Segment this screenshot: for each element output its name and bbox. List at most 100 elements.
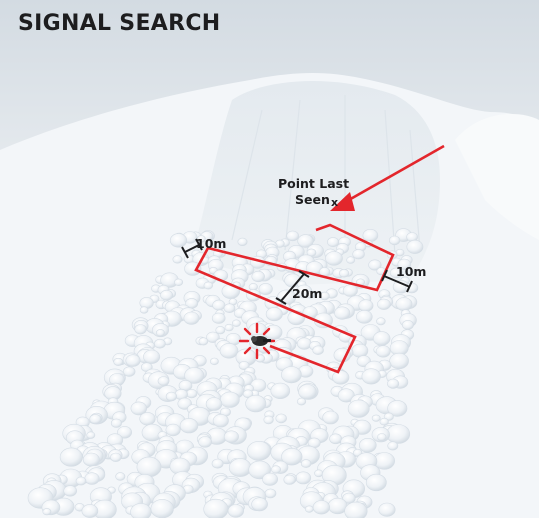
debris-boulder (378, 502, 396, 517)
debris-boulder (377, 298, 391, 310)
debris-boulder (297, 234, 314, 248)
red-arrow (330, 144, 445, 211)
width-right-label: 10m (396, 264, 426, 279)
dimension-width-top (181, 238, 203, 259)
debris-boulder (270, 382, 291, 400)
debris-boulder (184, 261, 202, 276)
debris-boulder (42, 508, 52, 516)
debris-boulder (314, 469, 324, 478)
debris-boulder (196, 235, 206, 243)
debris-boulder (327, 237, 340, 248)
debris-boulder (387, 400, 408, 417)
debris-boulder (165, 423, 181, 437)
debris-boulder (346, 256, 356, 264)
debris-boulder (397, 258, 412, 270)
debris-boulder (342, 492, 356, 504)
debris-boulder (203, 498, 229, 518)
debris-boulder (373, 331, 391, 346)
debris-boulder (401, 319, 414, 330)
debris-boulder (258, 283, 273, 295)
debris-boulder (86, 431, 96, 439)
point-last-seen-marker: x (331, 196, 338, 209)
debris-boulder (157, 376, 170, 386)
debris-boulder (223, 430, 239, 443)
debris-boulder (344, 501, 368, 518)
debris-boulder (174, 278, 184, 286)
debris-boulder (389, 235, 401, 246)
debris-boulder (130, 401, 148, 416)
debris-boulder (211, 458, 224, 469)
slide-streaks (231, 95, 421, 256)
debris-boulder (322, 410, 339, 425)
search-path-line (194, 223, 395, 374)
debris-boulder (389, 267, 403, 279)
debris-boulder (246, 440, 271, 461)
debris-boulder (352, 249, 365, 260)
debris-boulder (169, 233, 188, 248)
debris-boulder (63, 485, 77, 497)
debris-boulder (362, 229, 379, 243)
debris-boulder (115, 472, 126, 481)
debris-boulder (139, 306, 149, 314)
debris-boulder (368, 259, 382, 271)
debris-boulder (125, 354, 141, 367)
debris-boulder (179, 418, 199, 434)
debris-boulder (203, 281, 214, 290)
page-title: SIGNAL SEARCH (18, 11, 221, 36)
debris-boulder (130, 503, 152, 518)
debris-boulder (376, 317, 386, 326)
debris-boulder (209, 357, 219, 366)
debris-boulder (223, 303, 236, 314)
debris-boulder (81, 504, 99, 518)
debris-boulder (386, 424, 411, 444)
debris-boulder (389, 352, 409, 370)
debris-boulder (251, 270, 265, 283)
debris-boulder (183, 311, 200, 325)
debris-boulder (377, 433, 387, 441)
debris-boulder (319, 291, 330, 301)
debris-boulder (265, 307, 283, 322)
debris-boulder (351, 343, 369, 358)
point-last-seen-label-line1: Point Last (278, 176, 349, 191)
debris-boulder (312, 500, 331, 515)
debris-boulder (228, 458, 252, 477)
debris-boulder (395, 297, 413, 311)
debris-boulder (172, 255, 183, 264)
debris-boulder (262, 472, 278, 486)
debris-boulder (295, 471, 312, 485)
debris-boulder (275, 413, 287, 424)
debris-boulder (251, 497, 268, 512)
debris-boulder (296, 337, 312, 350)
debris-boulder (219, 343, 239, 359)
debris-boulder (263, 415, 274, 425)
debris-boulder (332, 370, 350, 385)
debris-boulder (150, 499, 174, 518)
debris-boulder (198, 337, 209, 346)
snow-hump-right (455, 114, 539, 240)
debris-boulder (155, 329, 165, 337)
debris-boulder (296, 397, 307, 406)
debris-boulder (122, 366, 136, 377)
avalanche-debris-field (27, 228, 424, 518)
avalanche-victim-signal-icon (238, 322, 276, 360)
dimension-width-right (381, 269, 413, 293)
debris-boulder (165, 391, 177, 402)
debris-boulder (283, 474, 296, 485)
debris-boulder (231, 319, 241, 327)
search-path (194, 223, 395, 374)
debris-boulder (371, 414, 381, 422)
debris-boulder (375, 345, 391, 358)
debris-boulder (117, 426, 132, 439)
spacing-label: 20m (292, 286, 322, 301)
debris-boulder (212, 414, 229, 428)
debris-boulder (361, 368, 381, 385)
debris-boulder (281, 448, 303, 466)
debris-boulder (59, 447, 83, 467)
debris-boulder (305, 291, 315, 299)
debris-boulder (298, 384, 317, 400)
debris-boulder (365, 473, 387, 492)
debris-boulder (139, 412, 156, 426)
debris-boulder (342, 284, 358, 297)
debris-boulder (154, 338, 166, 349)
